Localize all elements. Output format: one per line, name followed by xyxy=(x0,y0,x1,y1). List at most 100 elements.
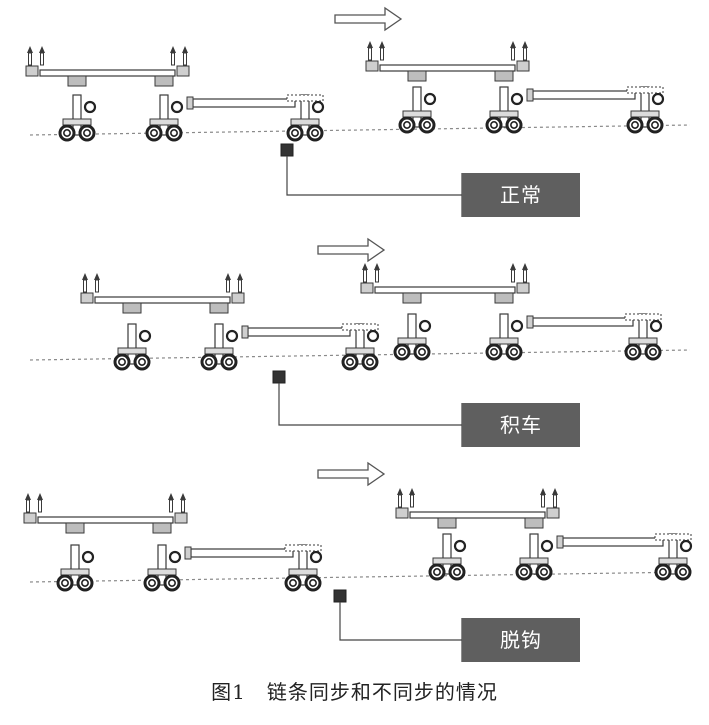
hanger-bar-shape xyxy=(94,296,231,304)
wheel-hub-shape xyxy=(118,358,126,366)
pusher-arm-shape xyxy=(562,537,664,547)
chain-link-shape xyxy=(286,94,324,102)
bracket-shape xyxy=(546,507,560,519)
post-shape xyxy=(40,52,44,66)
wheel-hub-shape xyxy=(629,348,637,356)
trolley-post-shape xyxy=(70,544,80,586)
block-shape xyxy=(65,522,85,534)
leader-accumulate-line xyxy=(278,383,462,426)
wheel-hub-shape xyxy=(138,358,146,366)
block-shape xyxy=(209,302,229,314)
pusher-arm-shape xyxy=(532,90,636,100)
wheel-hub-shape xyxy=(490,348,498,356)
direction-arrow-normal xyxy=(334,6,403,32)
pusher-arm-shape xyxy=(190,548,294,558)
leader-normal-line xyxy=(286,156,462,196)
trolley-post-shape xyxy=(214,323,224,365)
trolley-post-shape xyxy=(529,533,539,575)
wheel-hub-shape xyxy=(659,568,667,576)
pusher-cap-shape xyxy=(186,96,194,110)
trolley-plate-shape xyxy=(628,337,658,345)
post-tip-shape xyxy=(397,488,403,495)
chain-link-shape xyxy=(654,533,692,541)
gear-shape xyxy=(366,329,380,343)
panel-label-accumulate: 积车 xyxy=(462,403,580,447)
trolley-post-shape xyxy=(127,323,137,365)
gear-shape xyxy=(649,319,663,333)
post-shape xyxy=(38,499,42,513)
hanger-bar-shape xyxy=(37,516,174,524)
pusher-cap-shape xyxy=(526,315,534,329)
post-tip-shape xyxy=(94,273,100,280)
carrier-normal-left xyxy=(25,46,325,142)
post-shape xyxy=(541,494,545,508)
gear-shape xyxy=(453,539,467,553)
wheel-hub-shape xyxy=(168,579,176,587)
trolley-plate-shape xyxy=(62,118,92,126)
gear-shape xyxy=(83,100,97,114)
post-shape xyxy=(553,494,557,508)
carrier-accumulate-left xyxy=(80,273,380,371)
post-shape xyxy=(28,52,32,66)
post-tip-shape xyxy=(522,263,528,270)
bracket-shape xyxy=(516,60,530,72)
wheel-hub-shape xyxy=(520,568,528,576)
carrier-accumulate-right xyxy=(360,263,663,361)
post-tip-shape xyxy=(82,273,88,280)
bracket-shape xyxy=(174,512,188,524)
wheel-hub-shape xyxy=(366,358,374,366)
post-shape xyxy=(511,47,515,61)
block-shape xyxy=(494,70,514,82)
pusher-cap-shape xyxy=(556,535,564,549)
trolley-plate-shape xyxy=(658,557,688,565)
post-shape xyxy=(523,269,527,283)
post-shape xyxy=(368,47,372,61)
chain-link-shape xyxy=(341,323,379,331)
wheel-hub-shape xyxy=(453,568,461,576)
wheel-hub-shape xyxy=(81,579,89,587)
wheel-hub-shape xyxy=(433,568,441,576)
wheel-hub-shape xyxy=(510,121,518,129)
bracket-shape xyxy=(516,282,530,294)
post-tip-shape xyxy=(225,273,231,280)
carrier-normal-right xyxy=(365,41,665,134)
bracket-shape xyxy=(80,292,94,304)
post-tip-shape xyxy=(522,41,528,48)
post-tip-shape xyxy=(27,46,33,53)
bracket-shape xyxy=(360,282,374,294)
post-tip-shape xyxy=(374,263,380,270)
trolley-plate-shape xyxy=(432,557,462,565)
pusher-arm-shape xyxy=(192,98,296,108)
gear-shape xyxy=(423,92,437,106)
pusher-arm-shape xyxy=(532,317,634,327)
pusher-cap-shape xyxy=(526,88,534,102)
leader-accumulate-marker xyxy=(272,370,286,384)
post-shape xyxy=(169,499,173,513)
bracket-shape xyxy=(176,65,190,77)
trolley-post-shape xyxy=(499,313,509,355)
wheel-hub-shape xyxy=(83,129,91,137)
pusher-arm-shape xyxy=(247,327,351,337)
post-shape xyxy=(183,52,187,66)
track-line-disengage xyxy=(29,571,691,583)
post-tip-shape xyxy=(180,493,186,500)
trolley-plate-shape xyxy=(117,347,147,355)
trolley-plate-shape xyxy=(345,347,375,355)
post-tip-shape xyxy=(540,488,546,495)
gear-shape xyxy=(311,100,325,114)
post-tip-shape xyxy=(510,263,516,270)
post-shape xyxy=(380,47,384,61)
post-shape xyxy=(95,279,99,293)
block-shape xyxy=(152,522,172,534)
bracket-shape xyxy=(25,65,39,77)
post-tip-shape xyxy=(552,488,558,495)
direction-arrow-disengage xyxy=(317,461,386,487)
post-tip-shape xyxy=(39,46,45,53)
bracket-shape xyxy=(231,292,245,304)
gear-shape xyxy=(418,319,432,333)
block-shape xyxy=(402,292,422,304)
wheel-hub-shape xyxy=(61,579,69,587)
post-shape xyxy=(375,269,379,283)
track-line-normal xyxy=(29,124,691,136)
